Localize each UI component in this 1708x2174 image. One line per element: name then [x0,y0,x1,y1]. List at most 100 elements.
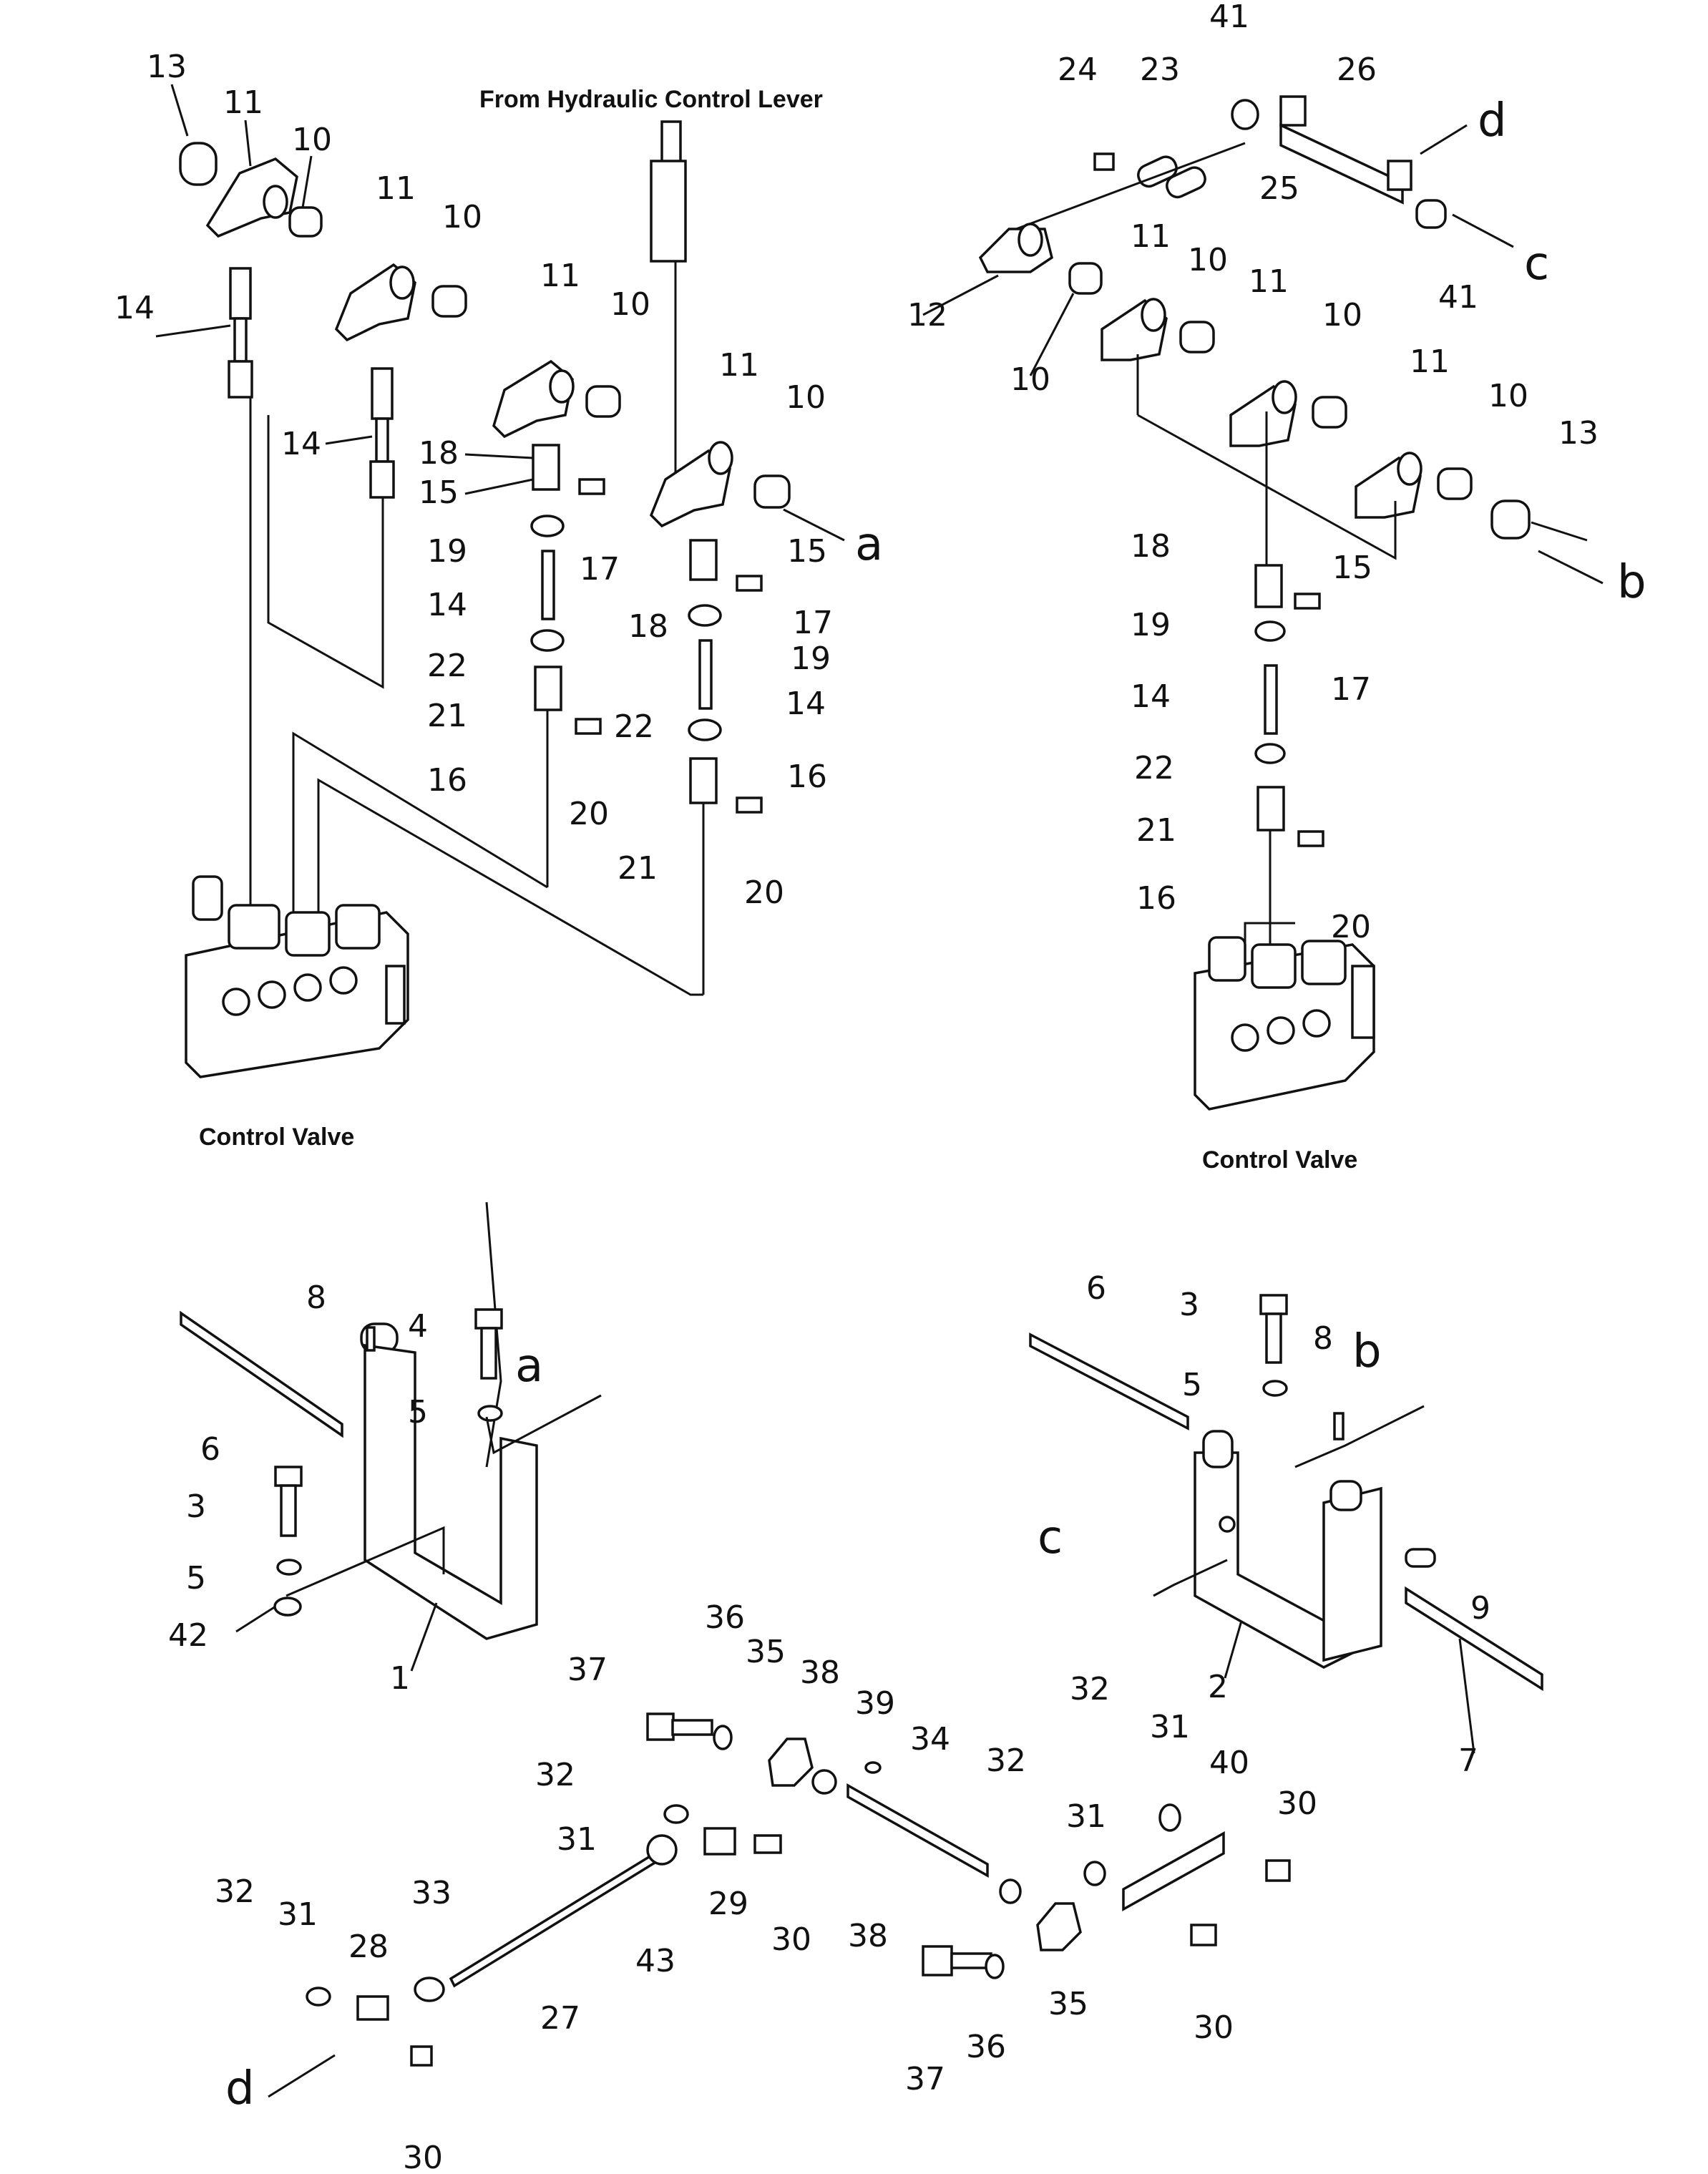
label-16-b: 16 [787,759,827,795]
label-18-c: 18 [1131,528,1171,565]
label-6-left: 6 [200,1431,220,1468]
label-29: 29 [708,1886,748,1922]
small-parts-bottom [410,1834,782,2067]
label-7: 7 [1458,1742,1478,1779]
ref-letter-c-bottom: c [1038,1511,1063,1564]
clevis-part-29 [646,1804,736,1866]
bolt-part-3-left [273,1466,303,1617]
label-34: 34 [910,1721,950,1758]
label-32-d: 32 [1070,1671,1110,1707]
bracket-part-1 [180,1201,538,1640]
leader-lines [155,84,1588,1754]
rod-part-34 [846,1783,1022,1904]
label-20-c: 20 [1331,909,1371,945]
label-35-a: 35 [746,1634,786,1670]
linkage-stack-left [530,444,605,887]
label-12: 12 [907,297,947,333]
label-11-d: 11 [719,347,759,384]
linkage-stack-right [1136,354,1397,952]
label-6-right: 6 [1086,1270,1106,1307]
label-35-b: 35 [1048,1986,1088,2022]
label-42: 42 [168,1617,208,1654]
label-41-bottom: 41 [1438,279,1478,316]
label-19-b: 19 [791,640,831,677]
label-2: 2 [1208,1669,1228,1705]
label-11-b: 11 [376,170,416,207]
label-31-c: 31 [1066,1798,1106,1835]
label-8-left: 8 [306,1279,326,1316]
label-41-top: 41 [1209,0,1249,35]
bracket-part-2 [1029,1332,1382,1669]
rod-part-26 [1231,95,1447,229]
label-36-a: 36 [705,1599,745,1636]
rod-part-14-a [228,267,253,399]
label-10-e: 10 [1188,242,1228,278]
label-24: 24 [1058,52,1098,88]
label-36-b: 36 [966,2029,1006,2065]
lever-part-11-a [179,142,323,238]
ref-line-b [1294,1405,1425,1468]
label-31-d: 31 [1150,1709,1190,1745]
label-11-c: 11 [540,258,580,294]
label-10-a: 10 [292,122,332,158]
ref-line-a [485,1394,602,1455]
label-20-a: 20 [569,796,609,832]
lever-part-35-a [768,1737,882,1795]
ref-arrows [783,124,1604,585]
label-21-a: 21 [427,698,467,734]
label-10-b: 10 [442,199,482,235]
bolt-part-4 [474,1308,503,1422]
plate-part-40 [1122,1831,1291,1946]
label-40: 40 [1209,1745,1249,1781]
label-13-right: 13 [1558,415,1599,452]
control-valve-right [1194,922,1375,1111]
lever-part-11-c [492,359,621,439]
label-10-g: 10 [1322,297,1362,333]
label-13-top-left: 13 [147,49,187,85]
label-38-b: 38 [848,1918,888,1954]
label-3-right: 3 [1179,1287,1199,1323]
label-14-b: 14 [281,426,321,462]
label-17-c: 17 [1331,671,1371,708]
ref-letter-b-top: b [1617,556,1646,609]
label-22-c: 22 [1134,750,1174,786]
label-33: 33 [411,1875,452,1911]
from-lever-caption: From Hydraulic Control Lever [479,86,823,113]
label-22-b: 22 [614,708,654,745]
label-17-b: 17 [793,605,833,641]
label-14-d: 14 [786,686,826,722]
label-10-d: 10 [786,379,826,416]
ref-line-c [1153,1559,1228,1597]
pin-part-8-right [1333,1412,1345,1441]
label-11-a: 11 [223,84,263,121]
label-28: 28 [348,1929,389,1965]
part-number-labels: 13 11 10 11 10 11 10 11 10 14 14 18 15 1… [114,0,1599,2174]
label-5-b: 5 [186,1560,206,1597]
ref-letter-a-bottom: a [515,1340,543,1393]
bolt-part-37-b [922,1945,1005,1979]
label-16-c: 16 [1136,880,1176,917]
valve-connection-lines [249,397,703,996]
lever-part-12 [978,142,1246,273]
label-25: 25 [1259,170,1299,207]
ref-line-d [268,2054,336,2098]
ref-letter-d-top: d [1478,94,1507,147]
label-31-a: 31 [557,1821,597,1858]
lever-group-right [1068,262,1531,540]
label-30-c: 30 [1277,1785,1317,1822]
label-4: 4 [408,1308,428,1345]
ref-letter-d-bottom: d [225,2062,255,2115]
label-26: 26 [1337,52,1377,88]
label-3-left: 3 [186,1488,206,1525]
label-11-e: 11 [1131,218,1171,255]
label-37-a: 37 [567,1652,607,1688]
rod-part-7 [1405,1548,1543,1692]
rod-part-14-b [369,367,395,499]
pin-part-8-left [366,1326,376,1352]
label-10-f: 10 [1010,361,1050,398]
label-23: 23 [1140,52,1180,88]
label-22-a: 22 [427,648,467,684]
label-21-b: 21 [618,850,658,887]
